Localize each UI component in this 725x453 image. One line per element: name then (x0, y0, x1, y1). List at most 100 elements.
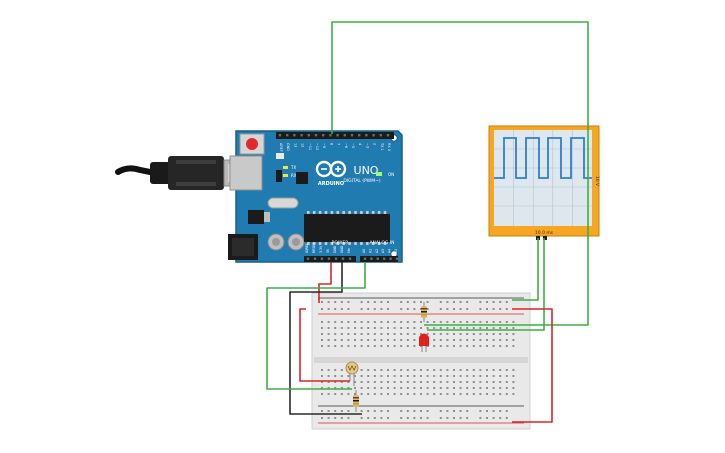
breadboard-hole[interactable] (354, 387, 356, 389)
breadboard-hole[interactable] (360, 393, 363, 395)
breadboard-hole[interactable] (472, 375, 475, 377)
breadboard-hole[interactable] (466, 327, 469, 329)
breadboard-hole[interactable] (340, 333, 343, 335)
breadboard-hole[interactable] (321, 345, 323, 347)
breadboard-hole[interactable] (505, 375, 508, 377)
breadboard-hole[interactable] (373, 369, 376, 371)
breadboard-hole[interactable] (367, 369, 370, 371)
breadboard-hole[interactable] (327, 369, 330, 371)
breadboard-hole[interactable] (347, 345, 350, 347)
breadboard-hole[interactable] (459, 327, 462, 329)
breadboard-hole[interactable] (499, 333, 502, 335)
breadboard-hole[interactable] (479, 327, 482, 329)
breadboard-hole[interactable] (505, 339, 508, 341)
breadboard-hole[interactable] (360, 369, 363, 371)
breadboard-hole[interactable] (373, 308, 376, 310)
breadboard-hole[interactable] (459, 321, 462, 323)
breadboard-hole[interactable] (334, 345, 337, 347)
breadboard-hole[interactable] (367, 308, 370, 310)
breadboard-hole[interactable] (505, 417, 508, 419)
breadboard-hole[interactable] (433, 321, 436, 323)
breadboard-hole[interactable] (426, 375, 429, 377)
breadboard-hole[interactable] (486, 417, 488, 419)
breadboard-hole[interactable] (360, 387, 363, 389)
breadboard-hole[interactable] (446, 410, 449, 412)
breadboard-hole[interactable] (334, 308, 337, 310)
breadboard-hole[interactable] (400, 327, 403, 329)
breadboard-hole[interactable] (453, 321, 455, 323)
breadboard-hole[interactable] (433, 333, 436, 335)
breadboard-hole[interactable] (466, 393, 469, 395)
breadboard-hole[interactable] (479, 339, 482, 341)
breadboard-hole[interactable] (354, 333, 356, 335)
breadboard-hole[interactable] (406, 333, 409, 335)
breadboard-hole[interactable] (453, 417, 455, 419)
breadboard-hole[interactable] (373, 327, 376, 329)
breadboard-hole[interactable] (334, 339, 337, 341)
breadboard-hole[interactable] (321, 301, 323, 303)
breadboard-hole[interactable] (479, 381, 482, 383)
breadboard-hole[interactable] (367, 393, 370, 395)
breadboard-hole[interactable] (413, 327, 416, 329)
breadboard-hole[interactable] (453, 339, 455, 341)
breadboard-hole[interactable] (321, 393, 323, 395)
breadboard-hole[interactable] (393, 327, 396, 329)
breadboard-hole[interactable] (420, 387, 422, 389)
breadboard-hole[interactable] (367, 381, 370, 383)
breadboard-hole[interactable] (380, 381, 383, 383)
breadboard-hole[interactable] (459, 308, 462, 310)
breadboard-hole[interactable] (347, 308, 350, 310)
breadboard-hole[interactable] (439, 387, 442, 389)
breadboard-hole[interactable] (354, 393, 356, 395)
breadboard-hole[interactable] (413, 301, 416, 303)
breadboard-hole[interactable] (387, 375, 389, 377)
breadboard-hole[interactable] (367, 327, 370, 329)
breadboard-hole[interactable] (512, 369, 515, 371)
breadboard-hole[interactable] (360, 375, 363, 377)
breadboard-hole[interactable] (439, 321, 442, 323)
breadboard-hole[interactable] (420, 381, 422, 383)
breadboard-hole[interactable] (486, 410, 488, 412)
breadboard-hole[interactable] (340, 375, 343, 377)
breadboard-hole[interactable] (327, 308, 330, 310)
breadboard-hole[interactable] (512, 375, 515, 377)
breadboard-hole[interactable] (486, 339, 488, 341)
breadboard-hole[interactable] (446, 369, 449, 371)
power-pin[interactable] (348, 257, 352, 260)
breadboard-hole[interactable] (486, 308, 488, 310)
breadboard-hole[interactable] (387, 345, 389, 347)
breadboard-hole[interactable] (367, 333, 370, 335)
reset-button-icon[interactable] (239, 133, 265, 155)
breadboard-hole[interactable] (373, 393, 376, 395)
breadboard-hole[interactable] (373, 301, 376, 303)
breadboard-hole[interactable] (453, 381, 455, 383)
breadboard-hole[interactable] (466, 333, 469, 335)
power-pin[interactable] (313, 257, 317, 260)
breadboard-hole[interactable] (387, 393, 389, 395)
breadboard-hole[interactable] (420, 301, 422, 303)
breadboard-hole[interactable] (406, 327, 409, 329)
breadboard-hole[interactable] (413, 369, 416, 371)
breadboard-hole[interactable] (499, 381, 502, 383)
breadboard-hole[interactable] (472, 345, 475, 347)
breadboard-hole[interactable] (479, 321, 482, 323)
breadboard-hole[interactable] (367, 345, 370, 347)
breadboard-hole[interactable] (321, 339, 323, 341)
breadboard-hole[interactable] (505, 393, 508, 395)
breadboard-hole[interactable] (512, 321, 515, 323)
breadboard-hole[interactable] (492, 417, 495, 419)
breadboard-hole[interactable] (380, 301, 383, 303)
breadboard-hole[interactable] (492, 301, 495, 303)
breadboard-hole[interactable] (387, 369, 389, 371)
breadboard-hole[interactable] (459, 301, 462, 303)
breadboard-hole[interactable] (492, 333, 495, 335)
power-pin[interactable] (327, 257, 331, 260)
breadboard-hole[interactable] (426, 387, 429, 389)
breadboard-hole[interactable] (420, 369, 422, 371)
breadboard-hole[interactable] (486, 393, 488, 395)
breadboard-hole[interactable] (466, 339, 469, 341)
breadboard-hole[interactable] (505, 410, 508, 412)
breadboard-hole[interactable] (327, 327, 330, 329)
breadboard-hole[interactable] (387, 321, 389, 323)
breadboard-hole[interactable] (453, 410, 455, 412)
